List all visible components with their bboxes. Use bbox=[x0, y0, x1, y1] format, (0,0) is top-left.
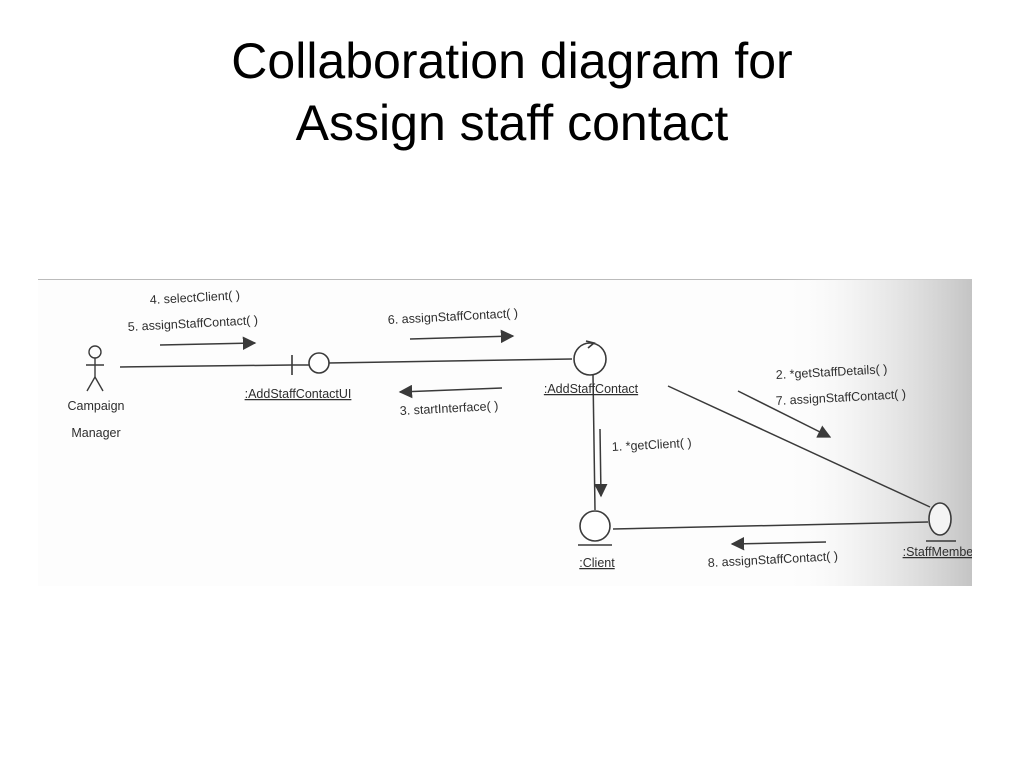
actor-campaign-manager: Campaign Manager bbox=[68, 345, 125, 440]
link-control-staff bbox=[667, 385, 931, 508]
msg-label-6: 6. assignStaffContact( ) bbox=[387, 306, 518, 327]
arrow-msg-8 bbox=[730, 536, 827, 551]
actor-label-line-1: Campaign bbox=[68, 399, 125, 413]
msg-label-3: 3. startInterface( ) bbox=[399, 399, 498, 418]
object-add-staff-contact: :AddStaffContact bbox=[544, 340, 639, 396]
link-ui-control bbox=[327, 358, 573, 364]
diagram-canvas: Campaign Manager :AddStaffContactUI bbox=[38, 279, 972, 586]
message-labels: 4. selectClient( ) 5. assignStaffContact… bbox=[127, 288, 906, 570]
object-staff-member: :StaffMember bbox=[903, 502, 972, 559]
stick-figure-icon bbox=[86, 345, 104, 392]
arrow-msg-4-5 bbox=[159, 336, 257, 351]
title-line-1: Collaboration diagram for bbox=[231, 33, 793, 89]
entity-icon bbox=[578, 510, 612, 546]
scan-shadow bbox=[778, 279, 972, 586]
slide-title: Collaboration diagram for Assign staff c… bbox=[0, 30, 1024, 154]
object-label-staff: :StaffMember bbox=[903, 545, 972, 559]
object-add-staff-contact-ui: :AddStaffContactUI bbox=[245, 352, 352, 401]
msg-label-8: 8. assignStaffContact( ) bbox=[707, 549, 838, 570]
link-actor-ui bbox=[119, 364, 293, 368]
object-label-control: :AddStaffContact bbox=[544, 382, 639, 396]
arrow-msg-2-7 bbox=[737, 390, 832, 438]
object-label-client: :Client bbox=[579, 556, 615, 570]
msg-label-1: 1. *getClient( ) bbox=[611, 436, 692, 454]
object-client: :Client bbox=[578, 510, 615, 570]
collaboration-diagram: Campaign Manager :AddStaffContactUI bbox=[38, 279, 972, 586]
arrow-msg-3 bbox=[398, 384, 503, 399]
entity-icon bbox=[926, 502, 956, 542]
arrow-msg-1 bbox=[594, 428, 608, 498]
title-line-2: Assign staff contact bbox=[295, 95, 729, 151]
arrow-msg-6 bbox=[409, 329, 515, 344]
actor-label-line-2: Manager bbox=[71, 426, 120, 440]
msg-label-5: 5. assignStaffContact( ) bbox=[127, 313, 258, 334]
msg-label-2: 2. *getStaffDetails( ) bbox=[775, 362, 887, 382]
msg-label-7: 7. assignStaffContact( ) bbox=[775, 387, 906, 408]
scan-top-edge bbox=[38, 279, 972, 280]
boundary-icon bbox=[291, 352, 330, 375]
object-label-ui: :AddStaffContactUI bbox=[245, 387, 352, 401]
message-arrows bbox=[159, 329, 832, 551]
link-client-staff bbox=[612, 521, 929, 530]
msg-label-4: 4. selectClient( ) bbox=[149, 288, 240, 307]
control-icon bbox=[573, 340, 607, 376]
